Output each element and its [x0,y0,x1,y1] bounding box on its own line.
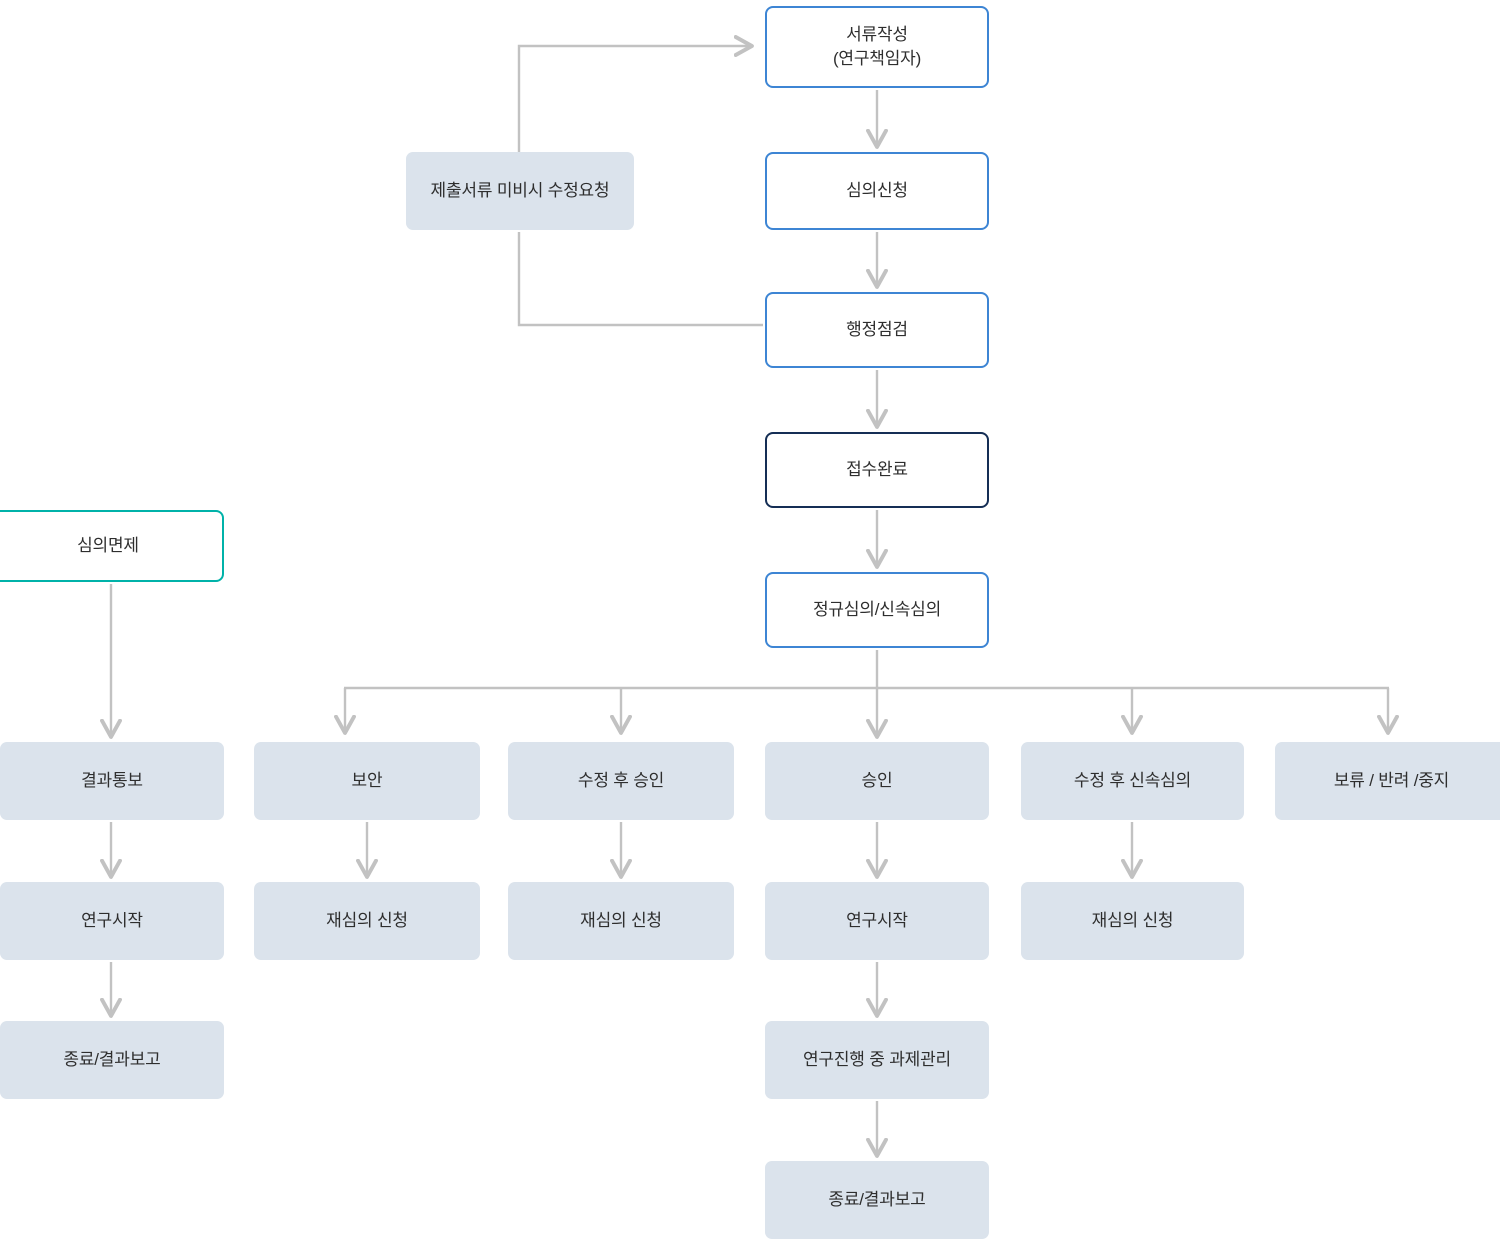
node-label: 승인 [861,770,893,790]
node-approval-after-revision[interactable]: 수정 후 승인 [508,742,734,820]
node-regular-or-expedited-review[interactable]: 정규심의/신속심의 [765,572,989,648]
node-label: 수정 후 승인 [577,770,665,790]
node-rereview-request-expedited[interactable]: 재심의 신청 [1021,882,1244,960]
node-label: 결과통보 [81,770,143,790]
node-receipt-complete[interactable]: 접수완료 [765,432,989,508]
node-label: 행정점검 [846,319,908,339]
node-review-application[interactable]: 심의신청 [765,152,989,230]
node-approval[interactable]: 승인 [765,742,989,820]
node-review-exemption[interactable]: 심의면제 [0,510,224,582]
edge-revision-request-to-doc-prep [517,46,751,152]
node-label: 보류 / 반려 /중지 [1333,770,1450,790]
node-label: 연구진행 중 과제관리 [802,1049,951,1069]
node-document-preparation[interactable]: 서류작성 (연구책임자) [765,6,989,88]
node-research-start-exemption[interactable]: 연구시작 [0,882,224,960]
node-label: 서류작성 (연구책임자) [832,24,922,68]
node-label: 재심의 신청 [1091,910,1174,930]
node-result-notification[interactable]: 결과통보 [0,742,224,820]
node-label: 종료/결과보고 [828,1189,926,1209]
node-rereview-request-revision[interactable]: 재심의 신청 [508,882,734,960]
node-label: 연구시작 [846,910,908,930]
node-expedited-review-after-revision[interactable]: 수정 후 신속심의 [1021,742,1244,820]
node-label: 정규심의/신속심의 [812,599,942,619]
node-completion-report-approval[interactable]: 종료/결과보고 [765,1161,989,1239]
node-label: 심의면제 [77,535,139,555]
edge-admin-check-to-revision-request [517,232,763,327]
node-administrative-check[interactable]: 행정점검 [765,292,989,368]
node-revision-request[interactable]: 제출서류 미비시 수정요청 [406,152,634,230]
node-security[interactable]: 보안 [254,742,480,820]
node-research-start-approval[interactable]: 연구시작 [765,882,989,960]
node-label: 종료/결과보고 [63,1049,161,1069]
node-rereview-request-security[interactable]: 재심의 신청 [254,882,480,960]
node-label: 접수완료 [846,459,908,479]
node-hold-return-suspend[interactable]: 보류 / 반려 /중지 [1275,742,1500,820]
node-label: 재심의 신청 [326,910,408,930]
node-label: 심의신청 [846,180,908,200]
node-completion-report-exemption[interactable]: 종료/결과보고 [0,1021,224,1099]
node-label: 제출서류 미비시 수정요청 [430,180,610,200]
node-label: 보안 [351,770,383,790]
node-label: 연구시작 [81,910,143,930]
node-project-management[interactable]: 연구진행 중 과제관리 [765,1021,989,1099]
node-label: 재심의 신청 [580,910,662,930]
node-label: 수정 후 신속심의 [1073,770,1192,790]
